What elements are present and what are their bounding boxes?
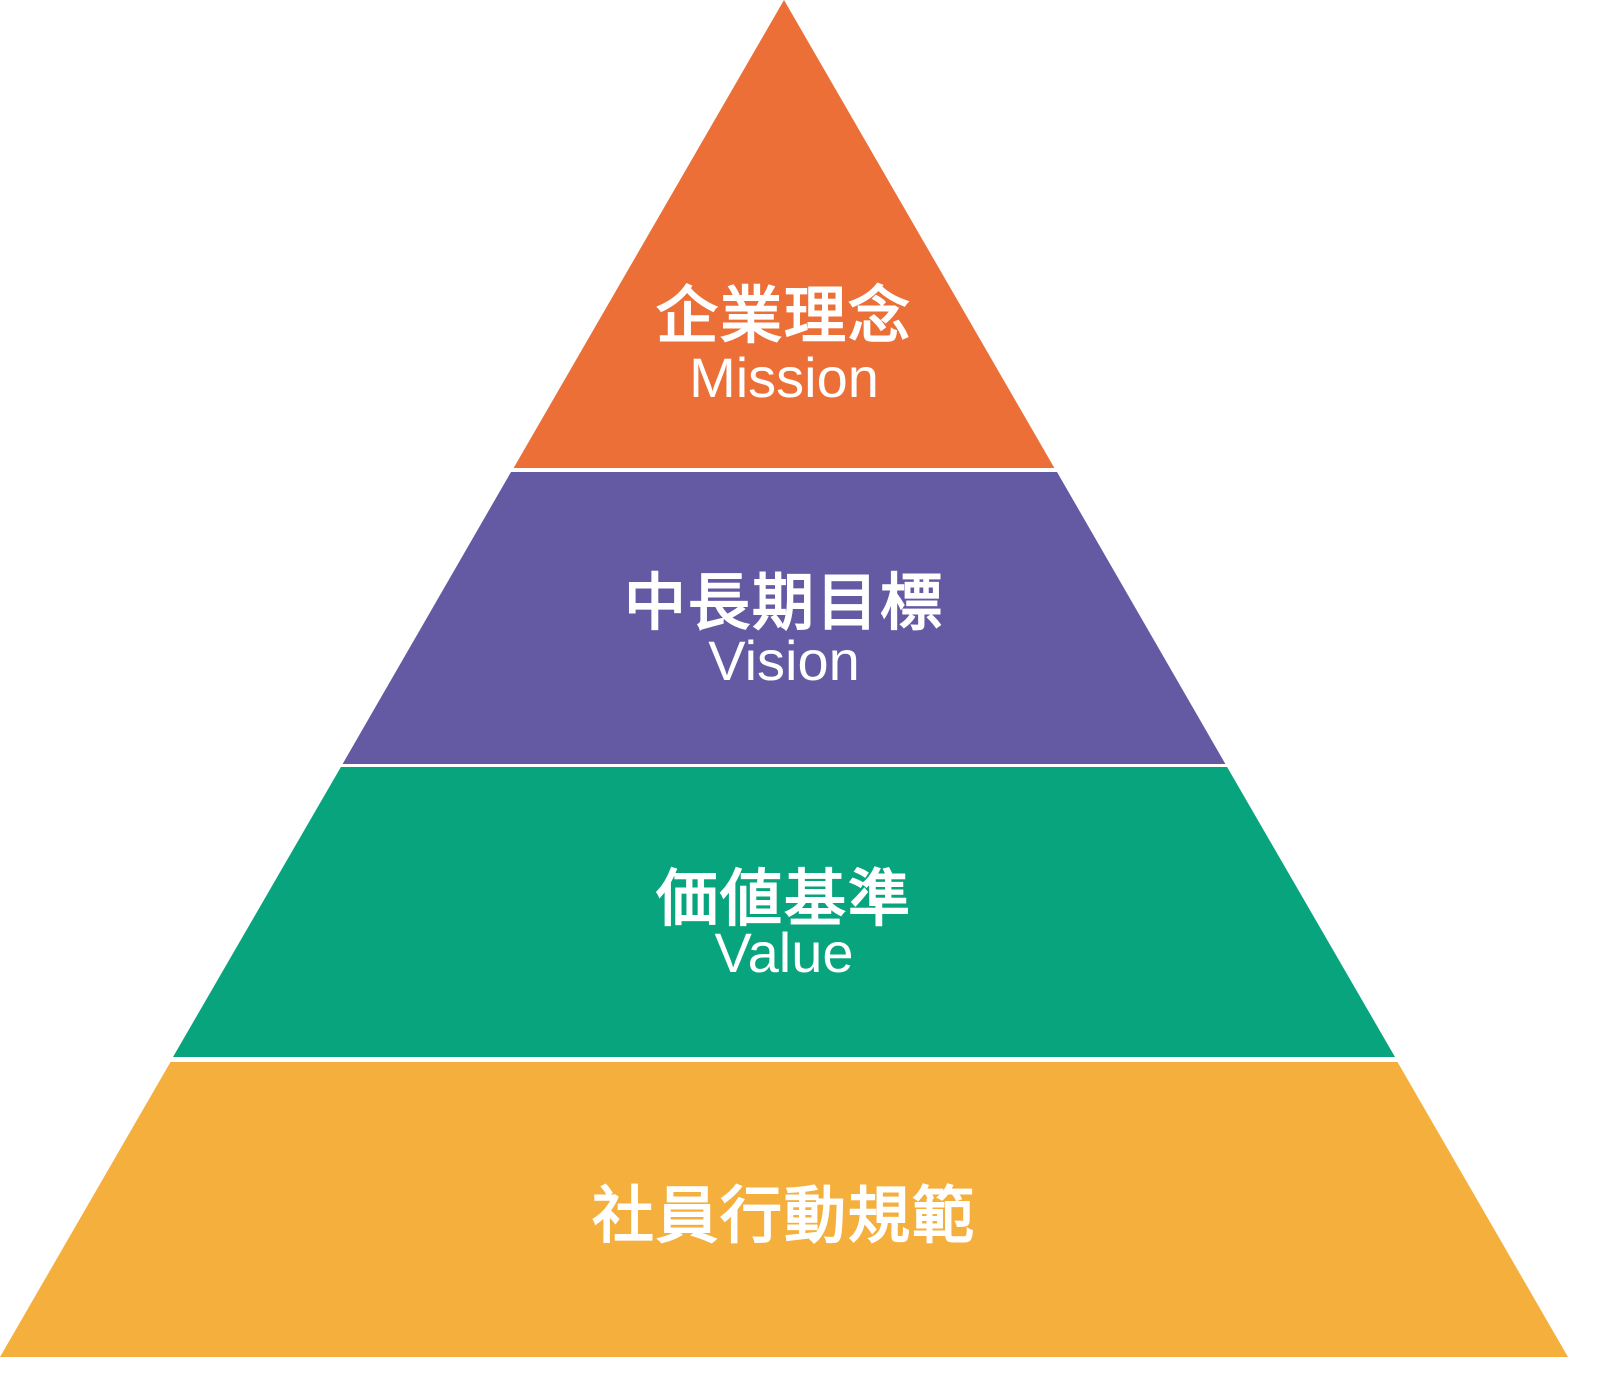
- mission-title-en: Mission: [689, 346, 879, 409]
- pyramid-level-vision: [342, 472, 1226, 764]
- value-title-en: Value: [714, 921, 854, 984]
- vision-title-en: Vision: [708, 629, 860, 692]
- pyramid-level-value: [173, 767, 1395, 1057]
- vision-title-jp: 中長期目標: [623, 569, 944, 638]
- pyramid-level-conduct: [0, 1062, 1568, 1357]
- pyramid-level-mission: [513, 0, 1055, 468]
- mission-title-jp: 企業理念: [655, 282, 912, 351]
- value-title-jp: 価値基準: [655, 865, 912, 934]
- conduct-title-jp: 社員行動規範: [591, 1182, 976, 1251]
